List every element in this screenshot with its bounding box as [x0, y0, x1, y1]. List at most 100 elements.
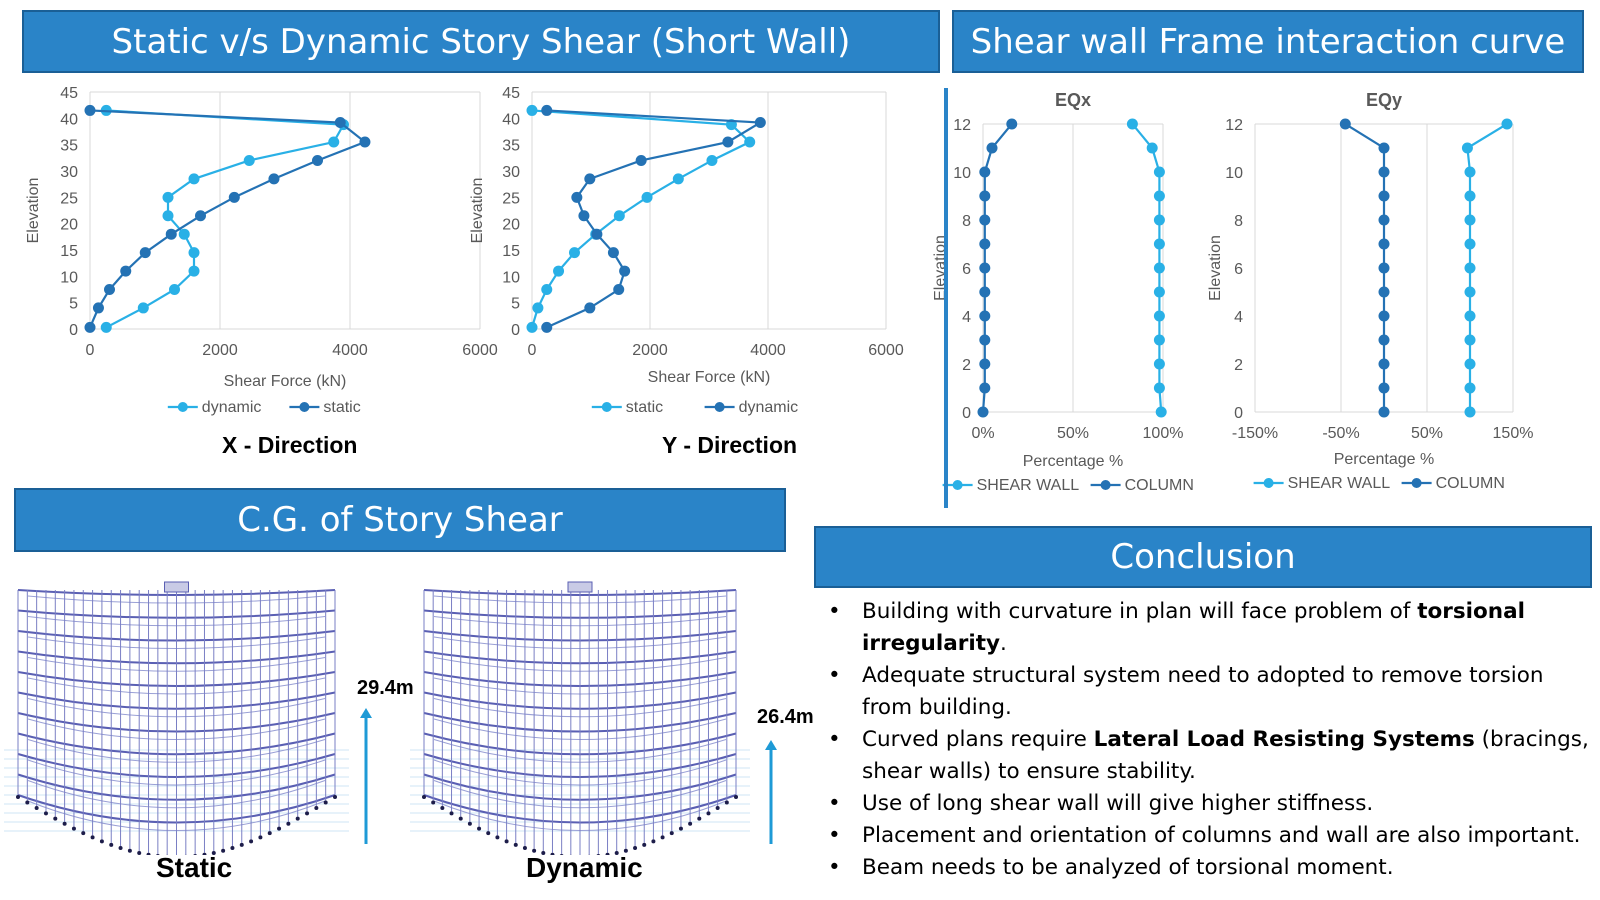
- data-point: [977, 406, 989, 418]
- column-support: [34, 806, 39, 811]
- column-support: [43, 811, 48, 816]
- data-point: [312, 154, 323, 166]
- data-point: [1006, 118, 1018, 130]
- legend-item: dynamic: [704, 399, 798, 416]
- legend-marker: [601, 402, 612, 412]
- data-point: [979, 166, 991, 178]
- data-point: [1153, 262, 1165, 274]
- data-point: [1153, 286, 1165, 298]
- y-tick-label: 15: [502, 243, 520, 260]
- y-direction-caption: Y - Direction: [662, 432, 798, 458]
- series-line: [1344, 123, 1386, 412]
- data-point: [1464, 358, 1476, 370]
- column-support: [688, 821, 693, 826]
- column-support: [513, 842, 518, 847]
- data-point: [334, 117, 346, 129]
- column-support: [249, 839, 254, 844]
- column-support: [211, 850, 216, 855]
- conclusion-item: Building with curvature in plan will fac…: [826, 596, 1596, 660]
- data-point: [571, 191, 583, 203]
- story-shear-title: Static v/s Dynamic Story Shear (Short Wa…: [111, 21, 851, 62]
- data-point: [1378, 334, 1390, 346]
- legend-label: COLUMN: [1436, 475, 1505, 492]
- legend-label: static: [626, 399, 663, 416]
- data-point: [1378, 142, 1390, 154]
- dynamic-height-label: 26.4m: [757, 706, 814, 728]
- y-tick-label: 30: [502, 164, 520, 181]
- data-point: [979, 310, 991, 322]
- column-support: [221, 848, 226, 853]
- legend-marker: [1411, 478, 1422, 488]
- y-tick-label: 0: [511, 322, 520, 339]
- cg-title: C.G. of Story Shear: [237, 500, 563, 540]
- x-tick-label: 0: [528, 342, 537, 359]
- data-point: [672, 173, 684, 185]
- legend-marker: [1263, 478, 1274, 488]
- conclusion-item: Curved plans require Lateral Load Resist…: [826, 724, 1596, 788]
- data-point: [195, 210, 206, 222]
- data-point: [137, 302, 149, 314]
- cg-banner: C.G. of Story Shear: [14, 488, 786, 552]
- data-point: [591, 228, 603, 240]
- story-shear-banner: Static v/s Dynamic Story Shear (Short Wa…: [22, 10, 940, 73]
- x-axis-label: Shear Force (kN): [648, 369, 771, 386]
- y-tick-label: 4: [962, 309, 971, 326]
- data-point: [100, 321, 112, 333]
- column-support: [314, 806, 319, 811]
- x-tick-label: 50%: [1057, 425, 1089, 442]
- legend-label: COLUMN: [1125, 477, 1194, 494]
- y-tick-label: 25: [60, 190, 78, 207]
- x-tick-label: 6000: [462, 342, 498, 359]
- legend-item: static: [591, 399, 663, 416]
- data-point: [1464, 334, 1476, 346]
- data-point: [1464, 214, 1476, 226]
- legend-item: COLUMN: [1090, 477, 1194, 494]
- data-point: [1153, 166, 1165, 178]
- column-support: [156, 853, 160, 855]
- data-point: [553, 265, 565, 277]
- data-point: [84, 321, 96, 333]
- column-support: [706, 811, 711, 816]
- data-point: [1153, 382, 1165, 394]
- legend-marker: [299, 402, 310, 412]
- data-point: [979, 190, 991, 202]
- data-point: [754, 117, 766, 129]
- x-tick-label: 4000: [332, 342, 368, 359]
- column-support: [633, 846, 638, 851]
- data-point: [979, 382, 991, 394]
- data-point: [1378, 358, 1390, 370]
- data-point: [1378, 262, 1390, 274]
- x-tick-label: -150%: [1232, 425, 1278, 442]
- data-point: [706, 154, 718, 166]
- column-support: [239, 842, 244, 847]
- column-support: [333, 795, 337, 799]
- column-support: [127, 848, 132, 853]
- column-support: [422, 795, 426, 799]
- conclusion-item: Adequate structural system need to adopt…: [826, 660, 1596, 724]
- column-support: [118, 846, 123, 851]
- column-support: [277, 826, 282, 831]
- data-point: [619, 265, 631, 277]
- data-point: [979, 214, 991, 226]
- data-point: [1126, 118, 1138, 130]
- data-point: [139, 247, 151, 259]
- column-support: [440, 806, 445, 811]
- y-tick-label: 12: [953, 117, 971, 134]
- legend-marker: [1100, 480, 1111, 490]
- column-support: [550, 852, 555, 855]
- legend-label: static: [323, 399, 360, 416]
- column-support: [202, 852, 207, 855]
- y-tick-label: 45: [502, 85, 520, 102]
- data-point: [92, 302, 104, 314]
- data-point: [1464, 238, 1476, 250]
- data-point: [584, 302, 596, 314]
- x-tick-label: 2000: [632, 342, 668, 359]
- data-point: [568, 247, 580, 259]
- static-caption: Static: [156, 852, 233, 883]
- y-tick-label: 25: [502, 190, 520, 207]
- column-support: [146, 852, 151, 855]
- column-support: [559, 853, 564, 855]
